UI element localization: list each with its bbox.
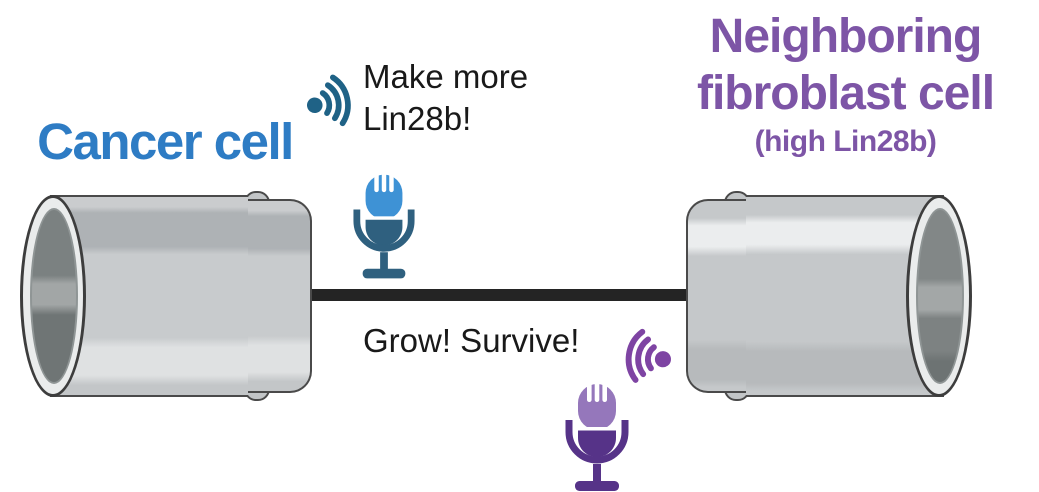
message-make-more-line2: Lin28b!: [363, 100, 472, 137]
tin-can-fibroblast: [686, 191, 974, 401]
fibroblast-cell-label: Neighboring fibroblast cell (high Lin28b…: [652, 8, 1039, 160]
can-endcap: [246, 199, 312, 393]
can-opening: [30, 208, 78, 384]
can-opening: [916, 208, 964, 384]
sound-waves-icon-purple-svg: [625, 328, 672, 383]
microphone-icon-purple-svg: [565, 384, 629, 491]
fibroblast-subtitle: (high Lin28b): [754, 125, 937, 158]
tin-can-cancer: [20, 191, 312, 401]
sound-waves-icon: [618, 325, 676, 389]
microphone-icon: [352, 172, 416, 282]
message-make-more-line1: Make more: [363, 58, 529, 95]
message-make-more-lin28b: Make more Lin28b!: [363, 56, 528, 140]
microphone-icon: [564, 384, 630, 492]
microphone-icon-blue-svg: [353, 172, 415, 279]
fibroblast-title-line1: Neighboring: [709, 10, 983, 63]
string-line: [306, 289, 690, 301]
fibroblast-title-line2: fibroblast cell: [696, 67, 995, 120]
message-grow-survive: Grow! Survive!: [363, 322, 580, 359]
can-endcap: [686, 199, 752, 393]
sound-waves-icon-blue-svg: [307, 74, 351, 127]
cancer-cell-label: Cancer cell: [37, 113, 294, 170]
sound-waves-icon: [301, 70, 360, 135]
